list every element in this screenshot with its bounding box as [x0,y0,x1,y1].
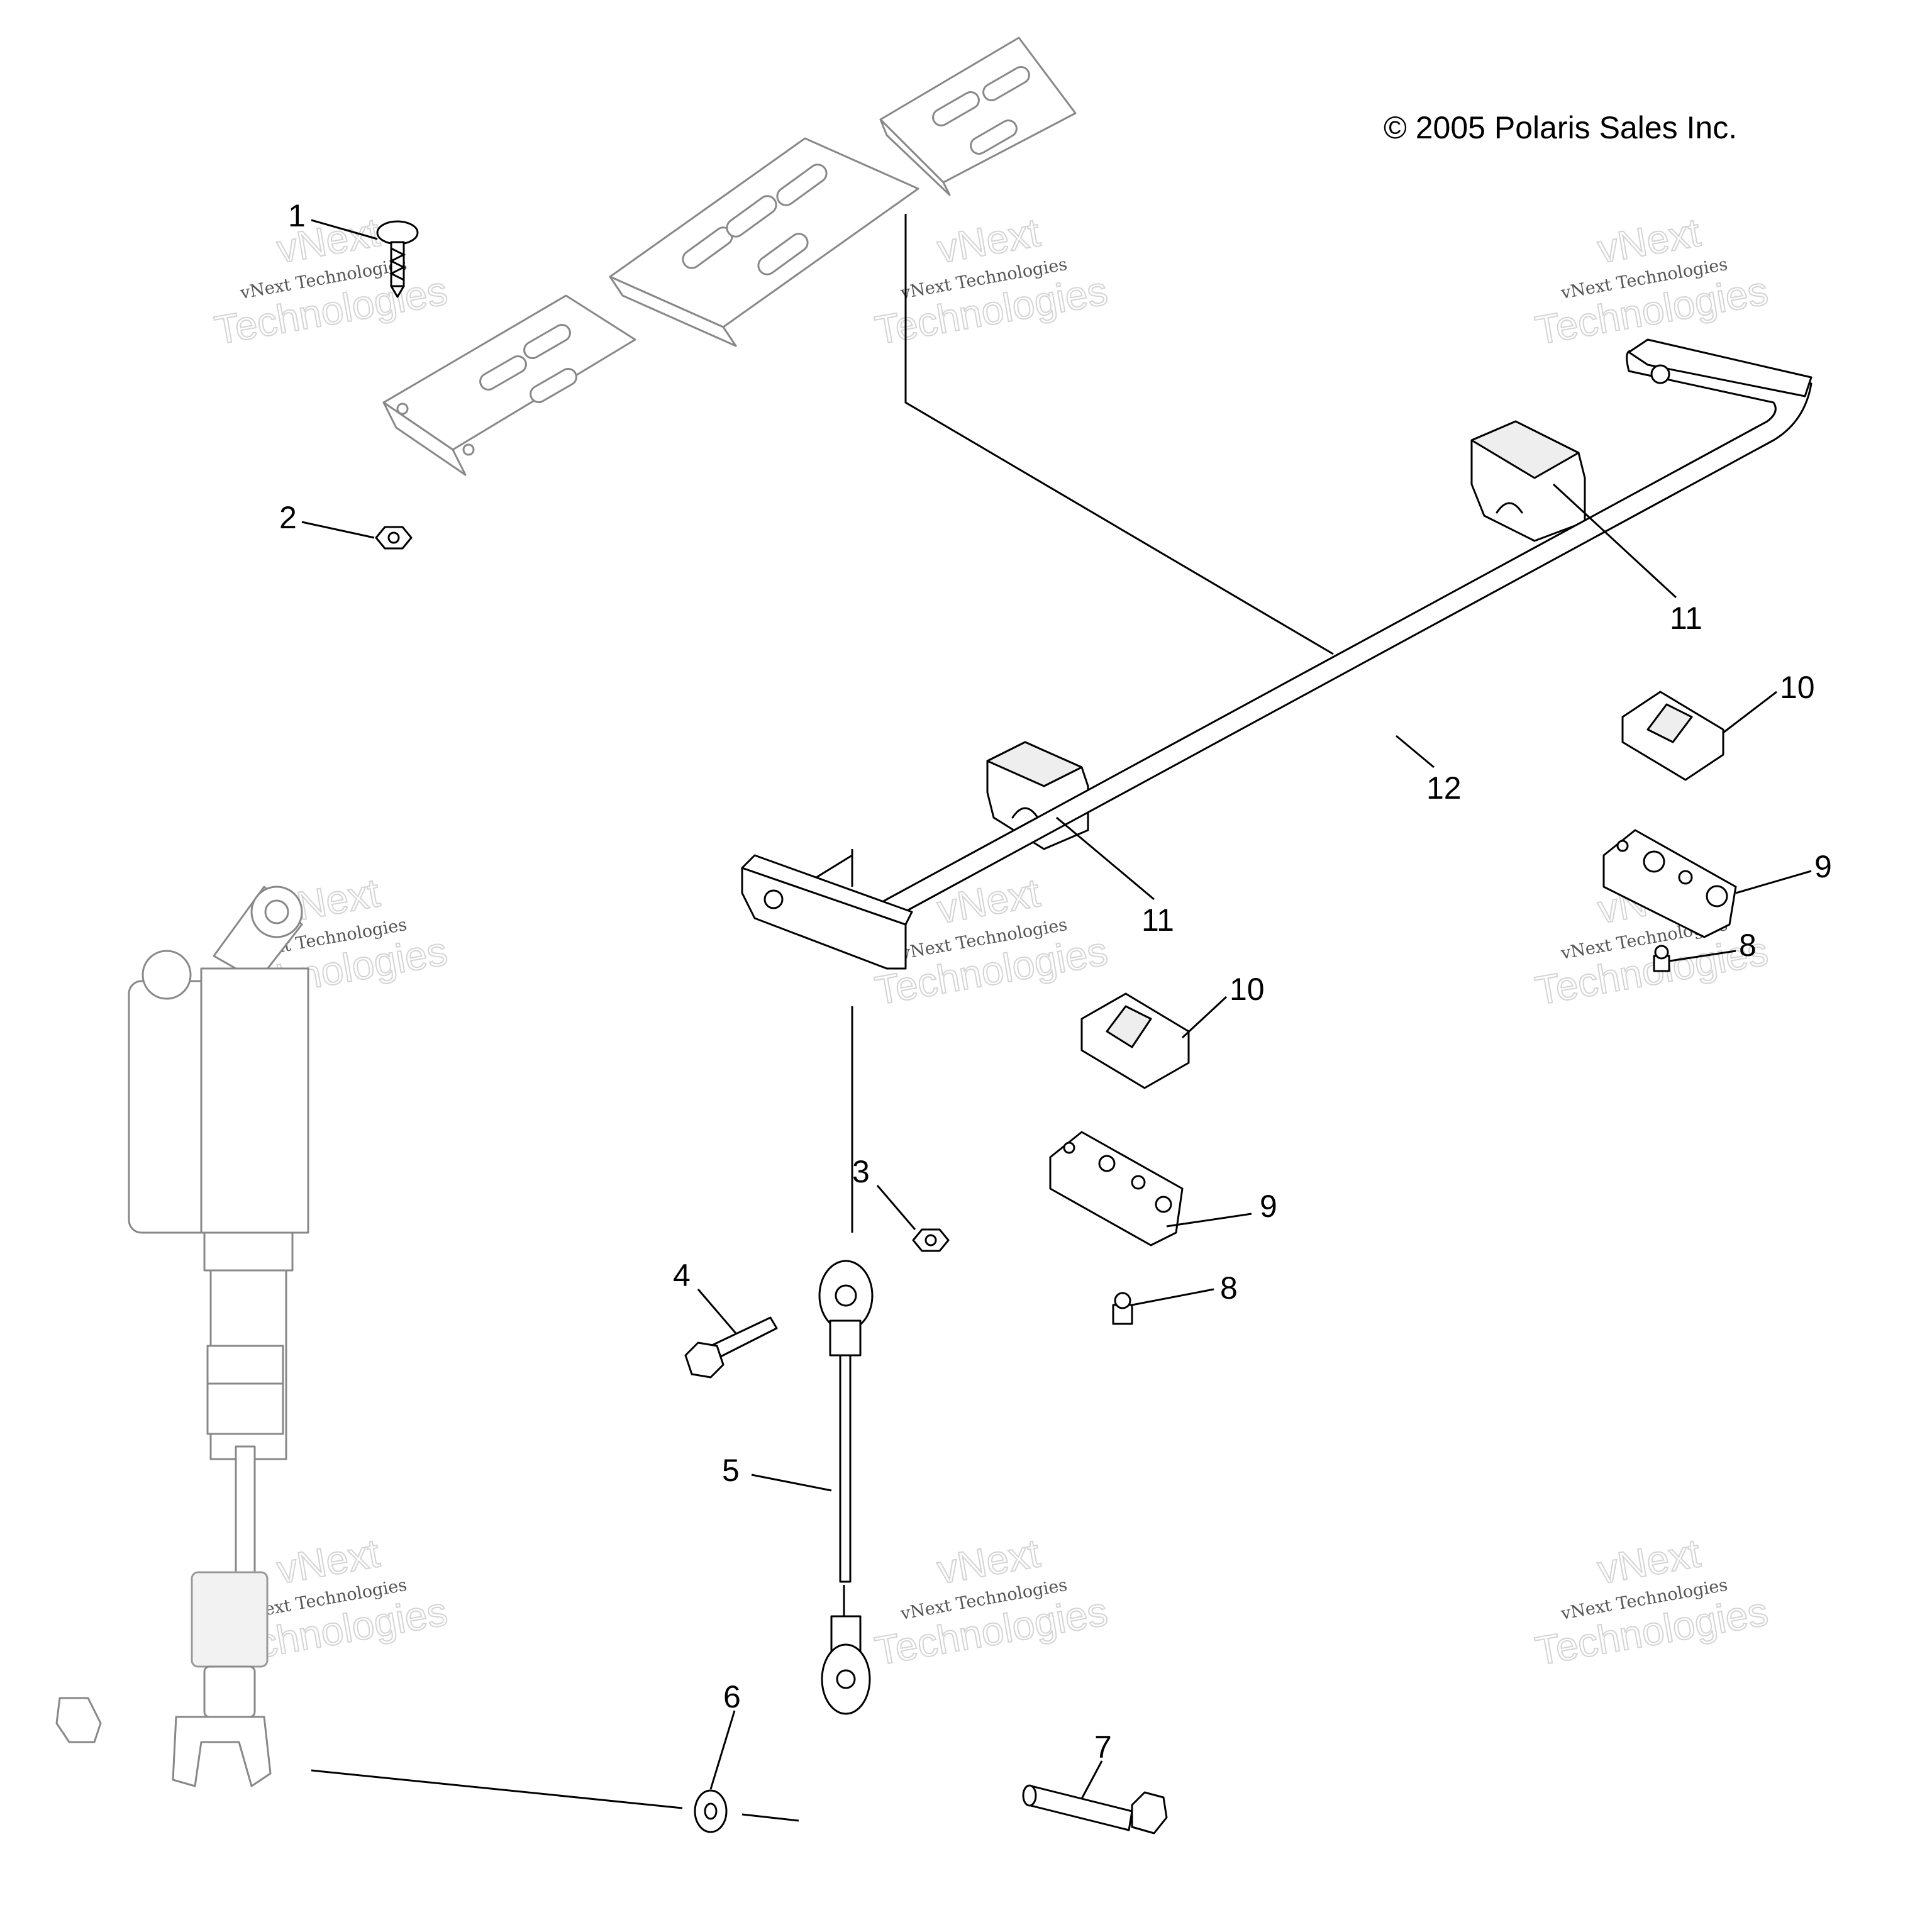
callout-8-upper: 8 [1739,928,1757,963]
frame-rail-right [879,36,1077,196]
part-12-sway-bar [741,338,1813,970]
callout-leaders [301,219,1812,1799]
callout-3: 3 [852,1154,870,1189]
part-9-plate-upper [1602,829,1737,938]
part-5-link-rod [818,1260,874,1715]
watermark: vNext vNext Technologies Technologies [211,209,451,354]
part-3-nut [912,1228,950,1252]
part-8-fitting-upper [1653,945,1670,972]
frame-rail-left [382,294,636,476]
callout-2: 2 [279,500,297,535]
callout-9-lower: 9 [1260,1189,1277,1224]
callout-5: 5 [722,1453,740,1488]
callout-11-upper: 11 [1670,601,1702,636]
shock-absorber [55,886,309,1787]
watermark: vNext vNext Technologies Technologies [871,1530,1111,1675]
part-11-bushing-upper [1470,420,1586,542]
callout-8-lower: 8 [1220,1270,1238,1306]
callout-11-lower: 11 [1141,902,1174,938]
part-10-holder-lower [1080,992,1190,1089]
callout-10-upper: 10 [1780,670,1815,705]
part-6-washer [694,1789,728,1833]
callout-12: 12 [1426,770,1462,806]
callout-1: 1 [288,198,306,233]
copyright-text: © 2005 Polaris Sales Inc. [1384,110,1737,145]
watermark: vNext vNext Technologies Technologies [1531,209,1772,354]
part-1-bolt [376,220,419,298]
part-9-plate-lower [1049,1131,1184,1246]
watermark: vNext vNext Technologies Technologies [1531,1530,1772,1675]
part-10-holder-upper [1621,691,1724,781]
part-2-nut [375,526,413,550]
watermark: vNext vNext Technologies Technologies [871,209,1111,354]
callout-6: 6 [723,1679,741,1714]
part-7-bolt [1022,1784,1168,1835]
callout-4: 4 [673,1258,691,1293]
callout-10-lower: 10 [1230,972,1265,1007]
callout-9-upper: 9 [1814,849,1832,884]
callout-labels: 1 2 3 4 5 6 7 8 8 9 9 10 10 11 11 12 [279,198,1832,1765]
part-4-bolt [684,1316,778,1379]
part-8-fitting-lower [1112,1292,1133,1325]
frame-rail-center [609,137,919,347]
callout-7: 7 [1094,1729,1112,1765]
reference-lines [311,214,1334,1822]
